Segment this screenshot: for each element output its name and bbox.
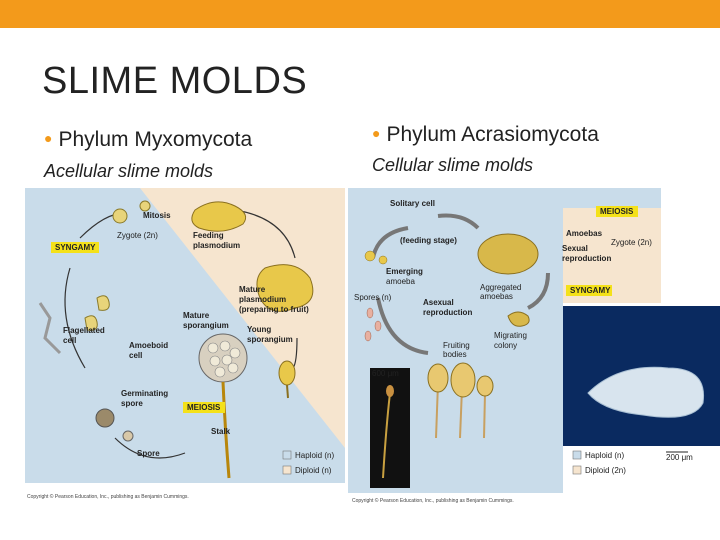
diploid-legend-swatch (572, 465, 582, 475)
slug-icon (587, 366, 705, 418)
stalk-icon (221, 381, 231, 479)
amoeboid-label-2: cell (129, 351, 142, 360)
spores-label: Spores (n) (354, 293, 392, 302)
meiosis-badge (183, 402, 225, 413)
syngamy-label: SYNGAMY (55, 243, 96, 252)
right-bullet-text: Phylum Acrasiomycota (386, 123, 599, 146)
haploid-legend-swatch (572, 450, 582, 460)
mature-plasmodium-label-2: plasmodium (239, 295, 286, 304)
mature-plasmodium-label-3: (preparing to fruit) (239, 305, 309, 314)
feeding-amoebas-icon (364, 250, 388, 265)
top-accent-bar (0, 0, 720, 28)
solitary-cell-label: Solitary cell (390, 199, 435, 208)
caption-strip (25, 483, 345, 503)
germinating-label-1: Germinating (121, 389, 168, 398)
asexual-label-2: reproduction (423, 308, 472, 317)
myxomycota-life-cycle-svg: Mitosis Zygote (2n) Feeding plasmodium S… (25, 188, 345, 503)
right-bullet: ● Phylum Acrasiomycota (372, 123, 599, 147)
young-sporangium-label-1: Young (247, 325, 271, 334)
left-subtitle: Acellular slime molds (44, 161, 214, 181)
migrating-label-2: colony (494, 341, 517, 350)
young-sporangium-stalk (286, 384, 289, 399)
bullet-dot-icon: ● (44, 130, 53, 146)
diploid-legend-label: Diploid (2n) (585, 466, 626, 475)
migrating-colony-icon (507, 311, 530, 327)
syngamy-badge (566, 285, 612, 296)
diploid-legend-swatch (282, 465, 292, 475)
acrasiomycota-diagram: Solitary cell MEIOSIS (feeding stage) Am… (348, 188, 720, 508)
emerging-label-1: Emerging (386, 267, 423, 276)
flagellated-label-2: cell (63, 336, 76, 345)
acrasiomycota-life-cycle-svg: Solitary cell MEIOSIS (feeding stage) Am… (348, 188, 720, 508)
plasmodium-label: plasmodium (193, 241, 240, 250)
flagellated-label-1: Flagellated (63, 326, 105, 335)
sporangium-spores (207, 340, 241, 378)
sexual-label-1: Sexual (562, 244, 588, 253)
slide-title: SLIME MOLDS (42, 60, 308, 102)
aggregated-label-1: Aggregated (480, 283, 521, 292)
spore-icon (122, 430, 134, 442)
emerging-label-2: amoeba (386, 277, 415, 286)
syngamy-badge (51, 242, 99, 253)
aggregated-amoebas-icon (477, 233, 539, 275)
photo-sorocarp (386, 385, 394, 397)
zygote-cell-icon (112, 208, 128, 224)
amoeboid-cell-icon (96, 295, 110, 311)
haploid-legend-label: Haploid (n) (585, 451, 624, 460)
mitosis-label: Mitosis (143, 211, 171, 220)
amoeboid-label-1: Amoeboid (129, 341, 168, 350)
photo-stalk (382, 392, 391, 479)
zygote-label: Zygote (2n) (117, 231, 158, 240)
mature-sporangium-label-2: sporangium (183, 321, 229, 330)
left-bullet-text: Phylum Myxomycota (58, 128, 253, 151)
feeding-stage-label: (feeding stage) (400, 236, 457, 245)
germinating-label-2: spore (121, 399, 143, 408)
young-sporangium-icon (278, 360, 296, 386)
diploid-legend-label: Diploid (n) (295, 466, 332, 475)
myxomycota-diagram: Mitosis Zygote (2n) Feeding plasmodium S… (25, 188, 345, 503)
spore-label: Spore (137, 449, 160, 458)
spores-icon (364, 307, 382, 342)
fruiting-label-1: Fruiting (443, 341, 470, 350)
stalk-label: Stalk (211, 427, 231, 436)
scale-200-label: 200 μm (666, 453, 693, 462)
haploid-legend-label: Haploid (n) (295, 451, 334, 460)
flagellated-cell-icon (38, 302, 62, 355)
right-subtitle: Cellular slime molds (372, 155, 534, 175)
mature-plasmodium-icon (256, 264, 314, 312)
bullet-dot-icon: ● (372, 125, 381, 141)
meiosis-label: MEIOSIS (600, 207, 634, 216)
zygote-label: Zygote (2n) (611, 238, 652, 247)
syngamy-label: SYNGAMY (570, 286, 611, 295)
left-bullet: ● Phylum Myxomycota (44, 128, 252, 152)
mature-plasmodium-label-1: Mature (239, 285, 266, 294)
asexual-label-1: Asexual (423, 298, 454, 307)
germinating-spore-icon (95, 408, 115, 428)
migrating-label-1: Migrating (494, 331, 527, 340)
myxo-copyright: Copyright © Pearson Education, Inc., pub… (27, 493, 189, 500)
meiosis-label: MEIOSIS (187, 403, 221, 412)
scale-600-label: 600 μm (372, 369, 399, 378)
acras-copyright: Copyright © Pearson Education, Inc., pub… (352, 497, 514, 504)
young-sporangium-label-2: sporangium (247, 335, 293, 344)
fruiting-bodies-icon (427, 362, 494, 439)
mitosis-cell-icon (139, 200, 151, 212)
amoeboid-cell-icon (84, 315, 98, 331)
mature-sporangium-label-1: Mature (183, 311, 210, 320)
amoebas-label: Amoebas (566, 229, 603, 238)
haploid-legend-swatch (282, 450, 292, 460)
feeding-plasmodium-icon (191, 201, 247, 232)
sexual-label-2: reproduction (562, 254, 611, 263)
aggregated-label-2: amoebas (480, 292, 513, 301)
feeding-label: Feeding (193, 231, 224, 240)
fruiting-label-2: bodies (443, 350, 467, 359)
meiosis-badge (596, 206, 638, 217)
